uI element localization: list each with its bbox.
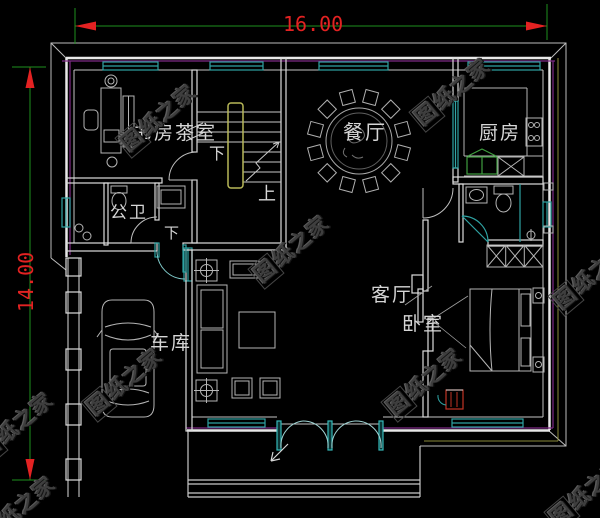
eaves-olive: [424, 58, 559, 442]
label-leaders: [404, 285, 469, 349]
wardrobe: [486, 244, 544, 268]
bedroom-furniture: [404, 244, 545, 410]
perimeter-wall-axis: [62, 60, 555, 429]
car: [96, 299, 160, 418]
internal-walls: [65, 57, 544, 432]
stairs-down-label: 下: [209, 144, 228, 163]
living-furniture: [194, 258, 281, 403]
stove: [525, 117, 543, 147]
column-symbol-top: [194, 258, 219, 283]
garage-door: [154, 242, 187, 280]
kitchen-sink: [466, 148, 498, 175]
kitchen-door: [452, 100, 459, 169]
stools: [231, 377, 281, 399]
kitchen-fixtures: [463, 87, 543, 177]
room-label-living: 客厅: [371, 284, 414, 306]
kitchen-counter-x: [497, 156, 525, 177]
garage: [65, 257, 160, 497]
dimension-lines: [12, 4, 548, 481]
entrance-arrow: [270, 443, 289, 462]
sofa: [196, 284, 228, 374]
tv-cabinet: [229, 260, 260, 279]
stair-rail: [227, 102, 244, 189]
porch-steps: [187, 431, 421, 498]
bath2-fixtures: [465, 184, 536, 242]
dining-chairs: [306, 88, 412, 194]
bath2-window-sills: [543, 182, 554, 234]
room-label-kitchen: 厨房: [479, 122, 522, 144]
bath1-fixtures: [74, 185, 186, 241]
nightstands: [532, 287, 545, 373]
room-label-garage: 车库: [150, 332, 193, 354]
dimension-width-label: 16.00: [283, 12, 344, 36]
garage-left-wall: [65, 257, 82, 497]
dimension-arrows: [25, 21, 547, 480]
door-arcs: [130, 151, 454, 244]
study-furniture: [83, 74, 135, 168]
bath2-door: [461, 215, 489, 243]
eaves-outline: [50, 42, 567, 447]
room-label-bedroom: 卧室: [402, 313, 445, 335]
dimension-height-label: 14.00: [14, 251, 38, 312]
coffee-table: [238, 311, 276, 349]
entrance-door: [276, 420, 384, 451]
room-label-bath1: 公卫: [110, 203, 148, 223]
windows: [61, 61, 552, 428]
stairs: [185, 111, 281, 183]
room-label-dining: 餐厅: [343, 120, 387, 144]
red-fixture: [437, 389, 464, 410]
dining-table: [306, 88, 412, 194]
room-label-study: 书房茶室: [133, 122, 218, 144]
bed: [469, 288, 532, 372]
stairs-up-label: 上: [258, 184, 278, 205]
perimeter-wall-inner: [73, 69, 544, 425]
landing-down-label: 下: [164, 224, 182, 242]
column-symbol-bottom: [194, 378, 219, 403]
